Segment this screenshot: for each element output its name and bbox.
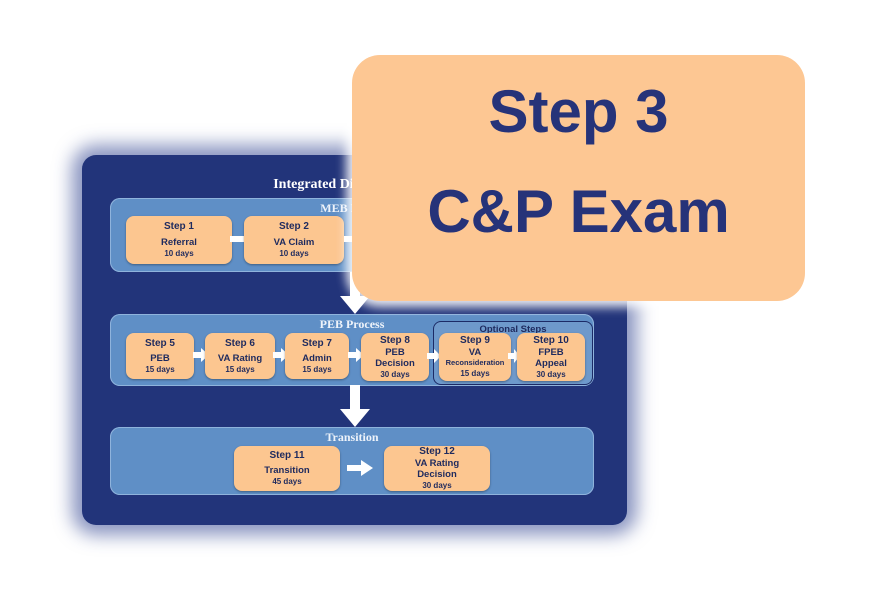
step-6-number: Step 6: [224, 337, 255, 349]
peb-panel-title: PEB Process: [319, 317, 385, 331]
step-1-box: Step 1 Referral 10 days: [126, 216, 232, 264]
arrow-down-icon: [340, 385, 370, 427]
arrow-down-icon: [340, 272, 370, 314]
arrow-right-icon: [347, 460, 373, 476]
step-7-label: Admin: [302, 352, 332, 364]
arrow-right-icon: [348, 348, 364, 362]
step-9-number: Step 9: [459, 335, 490, 346]
step-2-number: Step 2: [278, 221, 309, 232]
step-7-number: Step 7: [301, 337, 332, 349]
step-5-days: 15 days: [145, 364, 175, 374]
step-9-label-line1: VA: [468, 347, 482, 358]
arrow-right-icon: [427, 349, 441, 363]
step-12-number: Step 12: [419, 446, 455, 457]
step-7-days: 15 days: [302, 364, 332, 374]
step-6-days: 15 days: [225, 364, 255, 374]
step-1-label: Referral: [161, 237, 197, 248]
step-12-label-line1: VA Rating: [414, 458, 460, 469]
transition-panel-title: Transition: [325, 430, 379, 444]
step-8-box: Step 8 PEB Decision 30 days: [361, 333, 429, 381]
step-12-label-line2: Decision: [417, 469, 457, 480]
transition-panel: Transition: [110, 427, 594, 495]
callout-line-1: Step 3: [488, 78, 669, 145]
step-12-days: 30 days: [422, 481, 452, 490]
step-8-label-line1: PEB: [385, 346, 405, 358]
step-10-label-line2: Appeal: [535, 357, 567, 369]
step-5-number: Step 5: [144, 337, 175, 349]
step-2-label: VA Claim: [273, 237, 315, 248]
step-8-label-line2: Decision: [375, 357, 415, 369]
step-11-box: Step 11 Transition 45 days: [234, 446, 340, 491]
optional-steps-title: Optional Steps: [479, 324, 547, 335]
step-10-number: Step 10: [533, 334, 569, 346]
step-10-label-line1: FPEB: [538, 346, 564, 358]
step-9-box: Step 9 VA Reconsideration 15 days: [439, 333, 511, 381]
step-10-box: Step 10 FPEB Appeal 30 days: [517, 333, 585, 381]
step-9-days: 15 days: [460, 369, 490, 378]
step-5-box: Step 5 PEB 15 days: [126, 333, 194, 379]
step-11-number: Step 11: [269, 450, 305, 461]
step-6-box: Step 6 VA Rating 15 days: [205, 333, 275, 379]
step-2-box: Step 2 VA Claim 10 days: [244, 216, 344, 264]
step-1-number: Step 1: [163, 221, 194, 232]
step-11-label: Transition: [264, 465, 310, 476]
step-8-number: Step 8: [379, 334, 410, 346]
step-10-days: 30 days: [536, 369, 566, 379]
step-9-label-line2: Reconsideration: [445, 358, 505, 367]
step-5-label: PEB: [150, 352, 170, 364]
step-7-box: Step 7 Admin 15 days: [285, 333, 349, 379]
step-11-days: 45 days: [272, 477, 302, 486]
step-1-days: 10 days: [164, 249, 194, 258]
step-8-days: 30 days: [380, 369, 410, 379]
callout-line-2: C&P Exam: [427, 178, 730, 245]
step-12-box: Step 12 VA Rating Decision 30 days: [384, 446, 490, 491]
step-3-callout: Step 3 C&P Exam: [352, 55, 805, 301]
step-6-label: VA Rating: [217, 352, 263, 364]
step-2-days: 10 days: [279, 249, 309, 258]
